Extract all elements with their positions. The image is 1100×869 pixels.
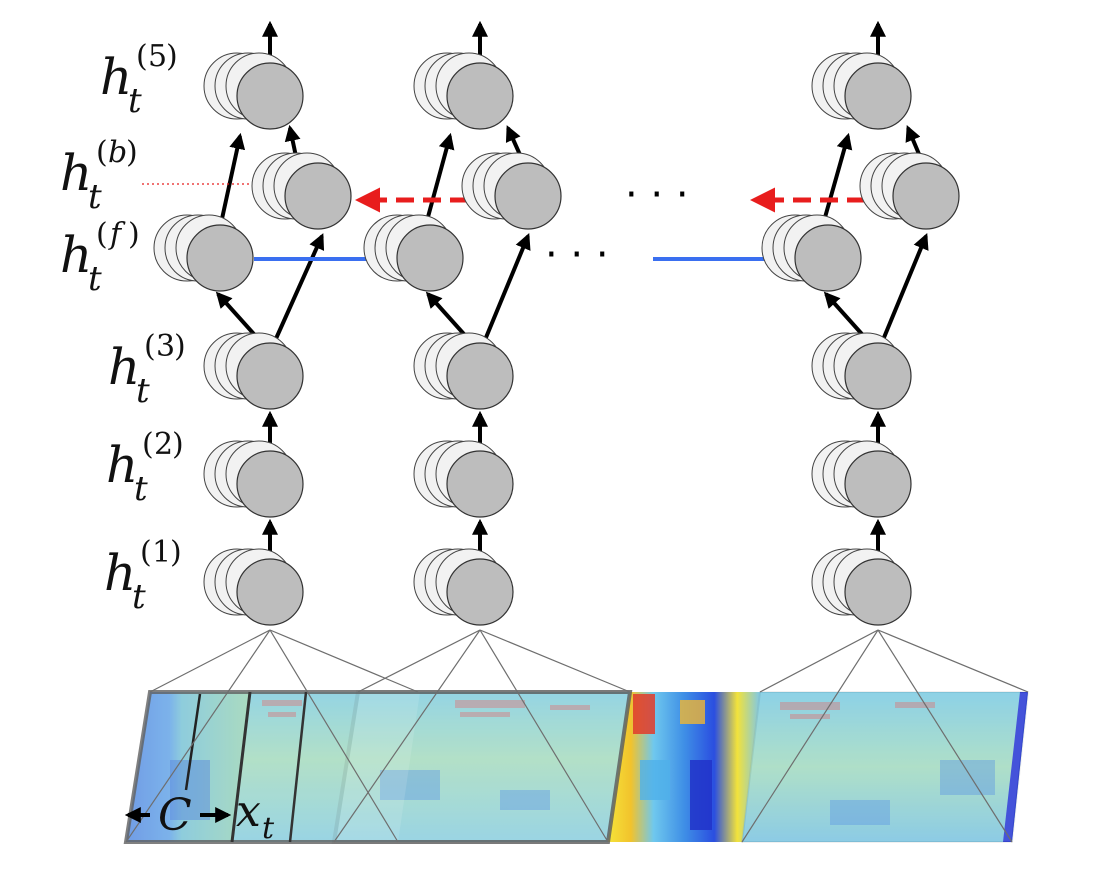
- neuron-front: [844, 450, 912, 518]
- neuron-stack-forward-col1: [153, 214, 254, 292]
- neuron-front: [892, 162, 960, 230]
- svg-text:t: t: [128, 81, 142, 121]
- svg-text:): ): [174, 329, 186, 364]
- neuron-stack-layer3-col3: [811, 332, 912, 410]
- neuron-stack-layer1-col3: [811, 548, 912, 626]
- svg-text:3: 3: [156, 329, 175, 364]
- svg-text:): ): [126, 135, 138, 170]
- input-label: x t: [236, 786, 275, 846]
- svg-text:h: h: [100, 48, 132, 106]
- neuron-front: [284, 162, 352, 230]
- neuron-front: [446, 62, 514, 130]
- svg-text:): ): [128, 217, 140, 252]
- svg-text:b: b: [108, 135, 127, 170]
- context-window-region: [126, 692, 250, 842]
- layer-labels: h t ( 5 ) h t ( b ) h t ( f ) h t ( 3 ): [60, 39, 186, 617]
- svg-text:1: 1: [152, 535, 171, 570]
- svg-text:h: h: [108, 338, 140, 396]
- svg-text:t: t: [88, 259, 102, 299]
- label-layer-forward: h t ( f ): [60, 217, 140, 299]
- neuron-stack-layer5-col3: [811, 52, 912, 130]
- svg-text:h: h: [60, 226, 92, 284]
- svg-text:t: t: [262, 811, 275, 846]
- neuron-front: [844, 342, 912, 410]
- label-layer2: h t ( 2 ): [106, 427, 184, 509]
- neuron-front: [844, 62, 912, 130]
- neuron-front: [446, 342, 514, 410]
- label-layer5: h t ( 5 ): [100, 39, 178, 121]
- svg-text:t: t: [132, 577, 146, 617]
- label-layer3: h t ( 3 ): [108, 329, 186, 411]
- context-label: C: [158, 790, 192, 841]
- neuron-stack-layer2-col1: [203, 440, 304, 518]
- neuron-stack-layer3-col1: [203, 332, 304, 410]
- receptive-field-lines: [125, 629, 1029, 843]
- svg-text:5: 5: [148, 39, 167, 74]
- svg-text:t: t: [136, 371, 150, 411]
- vertical-connections: [215, 20, 929, 562]
- svg-text:t: t: [88, 177, 102, 217]
- neuron-front: [236, 558, 304, 626]
- neuron-stack-layer3-col2: [413, 332, 514, 410]
- svg-text:· · ·: · · ·: [545, 232, 609, 278]
- neuron-front: [494, 162, 562, 230]
- svg-text:): ): [172, 427, 184, 462]
- neuron-front: [446, 558, 514, 626]
- neuron-stack-layer2-col2: [413, 440, 514, 518]
- svg-text:x: x: [236, 786, 261, 837]
- label-layer1: h t ( 1 ): [104, 535, 182, 617]
- neuron-front: [844, 558, 912, 626]
- neuron-stack-layer1-col2: [413, 548, 514, 626]
- svg-text:(: (: [136, 39, 148, 74]
- neuron-stack-backward-col3: [859, 152, 960, 230]
- neuron-front: [236, 62, 304, 130]
- svg-text:(: (: [140, 535, 152, 570]
- neuron-front: [396, 224, 464, 292]
- svg-text:(: (: [144, 329, 156, 364]
- svg-text:): ): [166, 39, 178, 74]
- neuron-front: [446, 450, 514, 518]
- svg-text:· · ·: · · ·: [625, 172, 689, 218]
- neuron-grid: [153, 52, 960, 626]
- neuron-stack-forward-col2: [363, 214, 464, 292]
- neuron-stack-layer5-col1: [203, 52, 304, 130]
- svg-text:): ): [170, 535, 182, 570]
- svg-text:h: h: [106, 436, 138, 494]
- ellipsis-marks: · · · · · ·: [545, 172, 689, 278]
- svg-text:2: 2: [154, 427, 173, 462]
- svg-text:(: (: [96, 135, 108, 170]
- neuron-stack-forward-col3: [761, 214, 862, 292]
- svg-text:(: (: [96, 217, 108, 252]
- context-width-indicator: C: [124, 790, 232, 841]
- neuron-stack-backward-col1: [251, 152, 352, 230]
- svg-text:h: h: [60, 144, 92, 202]
- neuron-stack-backward-col2: [461, 152, 562, 230]
- neuron-front: [236, 342, 304, 410]
- svg-text:f: f: [108, 217, 126, 252]
- neuron-stack-layer5-col2: [413, 52, 514, 130]
- neuron-stack-layer1-col1: [203, 548, 304, 626]
- svg-text:h: h: [104, 544, 136, 602]
- neuron-front: [794, 224, 862, 292]
- neuron-front: [186, 224, 254, 292]
- svg-text:t: t: [134, 469, 148, 509]
- neuron-stack-layer2-col3: [811, 440, 912, 518]
- neuron-front: [236, 450, 304, 518]
- label-layer-backward: h t ( b ): [60, 135, 138, 217]
- svg-text:(: (: [142, 427, 154, 462]
